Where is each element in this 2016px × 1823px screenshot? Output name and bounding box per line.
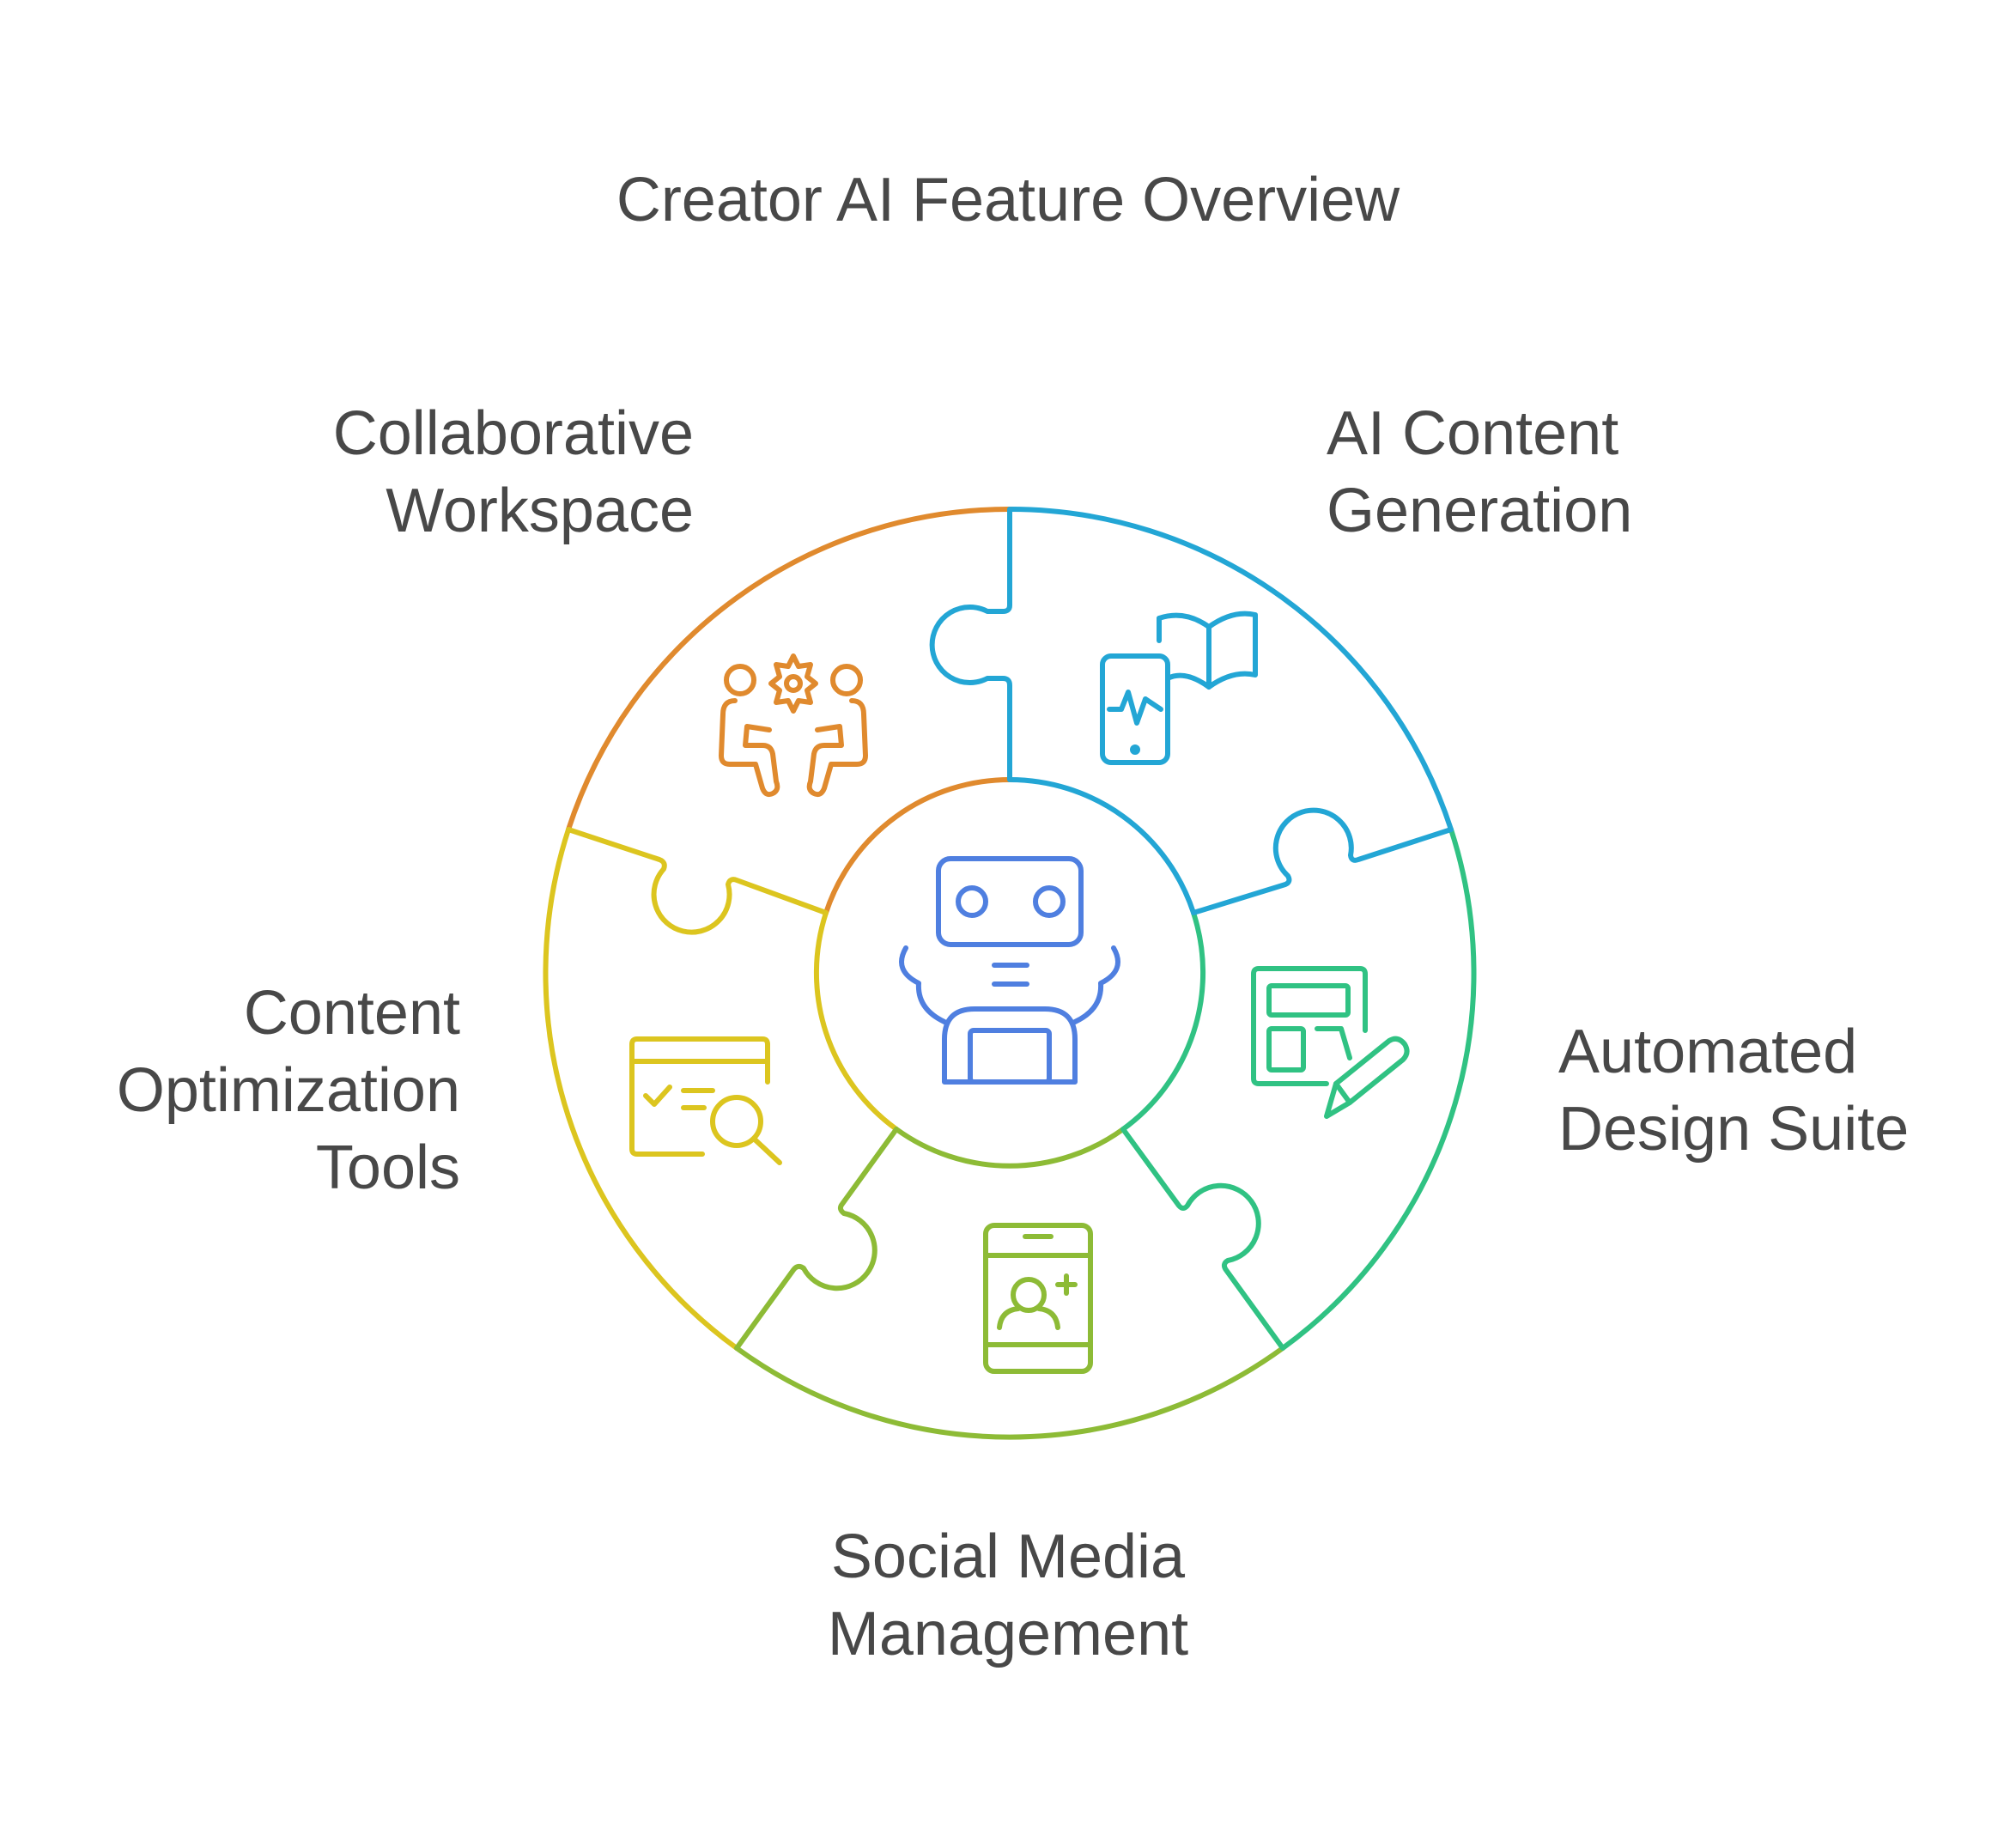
robot-icon (899, 856, 1120, 1085)
inner-arc-collab (823, 776, 1012, 915)
browser-search-icon (629, 1036, 782, 1165)
divider-top (929, 507, 1012, 782)
label-ai-content-generation: AI Content Generation (1327, 395, 1632, 550)
outer-arc-collab (566, 506, 1012, 832)
outer-arc-design (1280, 827, 1477, 1351)
divider-lower-right (1120, 1127, 1285, 1351)
label-automated-design-suite: Automated Design Suite (1558, 1013, 1909, 1168)
label-line: Design Suite (1558, 1095, 1910, 1164)
divider-lower-left (734, 1127, 899, 1351)
label-line: Tools (315, 1133, 460, 1202)
label-content-optimization-tools: Content Optimization Tools (117, 975, 460, 1206)
inner-arc-optimization (813, 910, 899, 1132)
label-line: Collaborative (332, 399, 694, 468)
inner-arc-ai-content (1007, 776, 1196, 915)
phone-add-user-icon (983, 1223, 1093, 1374)
outer-arc-social (734, 1346, 1285, 1440)
outer-arc-ai-content (1007, 506, 1454, 832)
label-line: Automated (1558, 1018, 1858, 1086)
inner-arc-design (1120, 910, 1206, 1132)
divider-upper-left (566, 827, 829, 935)
inner-arc-social (894, 1127, 1126, 1169)
phone-book-icon (1100, 611, 1258, 765)
label-social-media-management: Social Media Management (0, 1518, 2016, 1673)
people-gear-icon (719, 653, 868, 798)
label-line: Workspace (386, 477, 694, 545)
label-line: Management (827, 1600, 1189, 1668)
layout-pencil-icon (1251, 966, 1410, 1119)
label-line: Social Media (830, 1522, 1186, 1591)
label-line: Generation (1327, 477, 1633, 545)
label-line: AI Content (1327, 399, 1619, 468)
label-collaborative-workspace: Collaborative Workspace (333, 395, 694, 550)
label-line: Optimization (116, 1056, 460, 1125)
outer-arc-optimization (543, 827, 739, 1351)
divider-upper-right (1191, 807, 1454, 915)
diagram-title: Creator AI Feature Overview (616, 166, 1400, 234)
label-line: Content (243, 979, 460, 1048)
